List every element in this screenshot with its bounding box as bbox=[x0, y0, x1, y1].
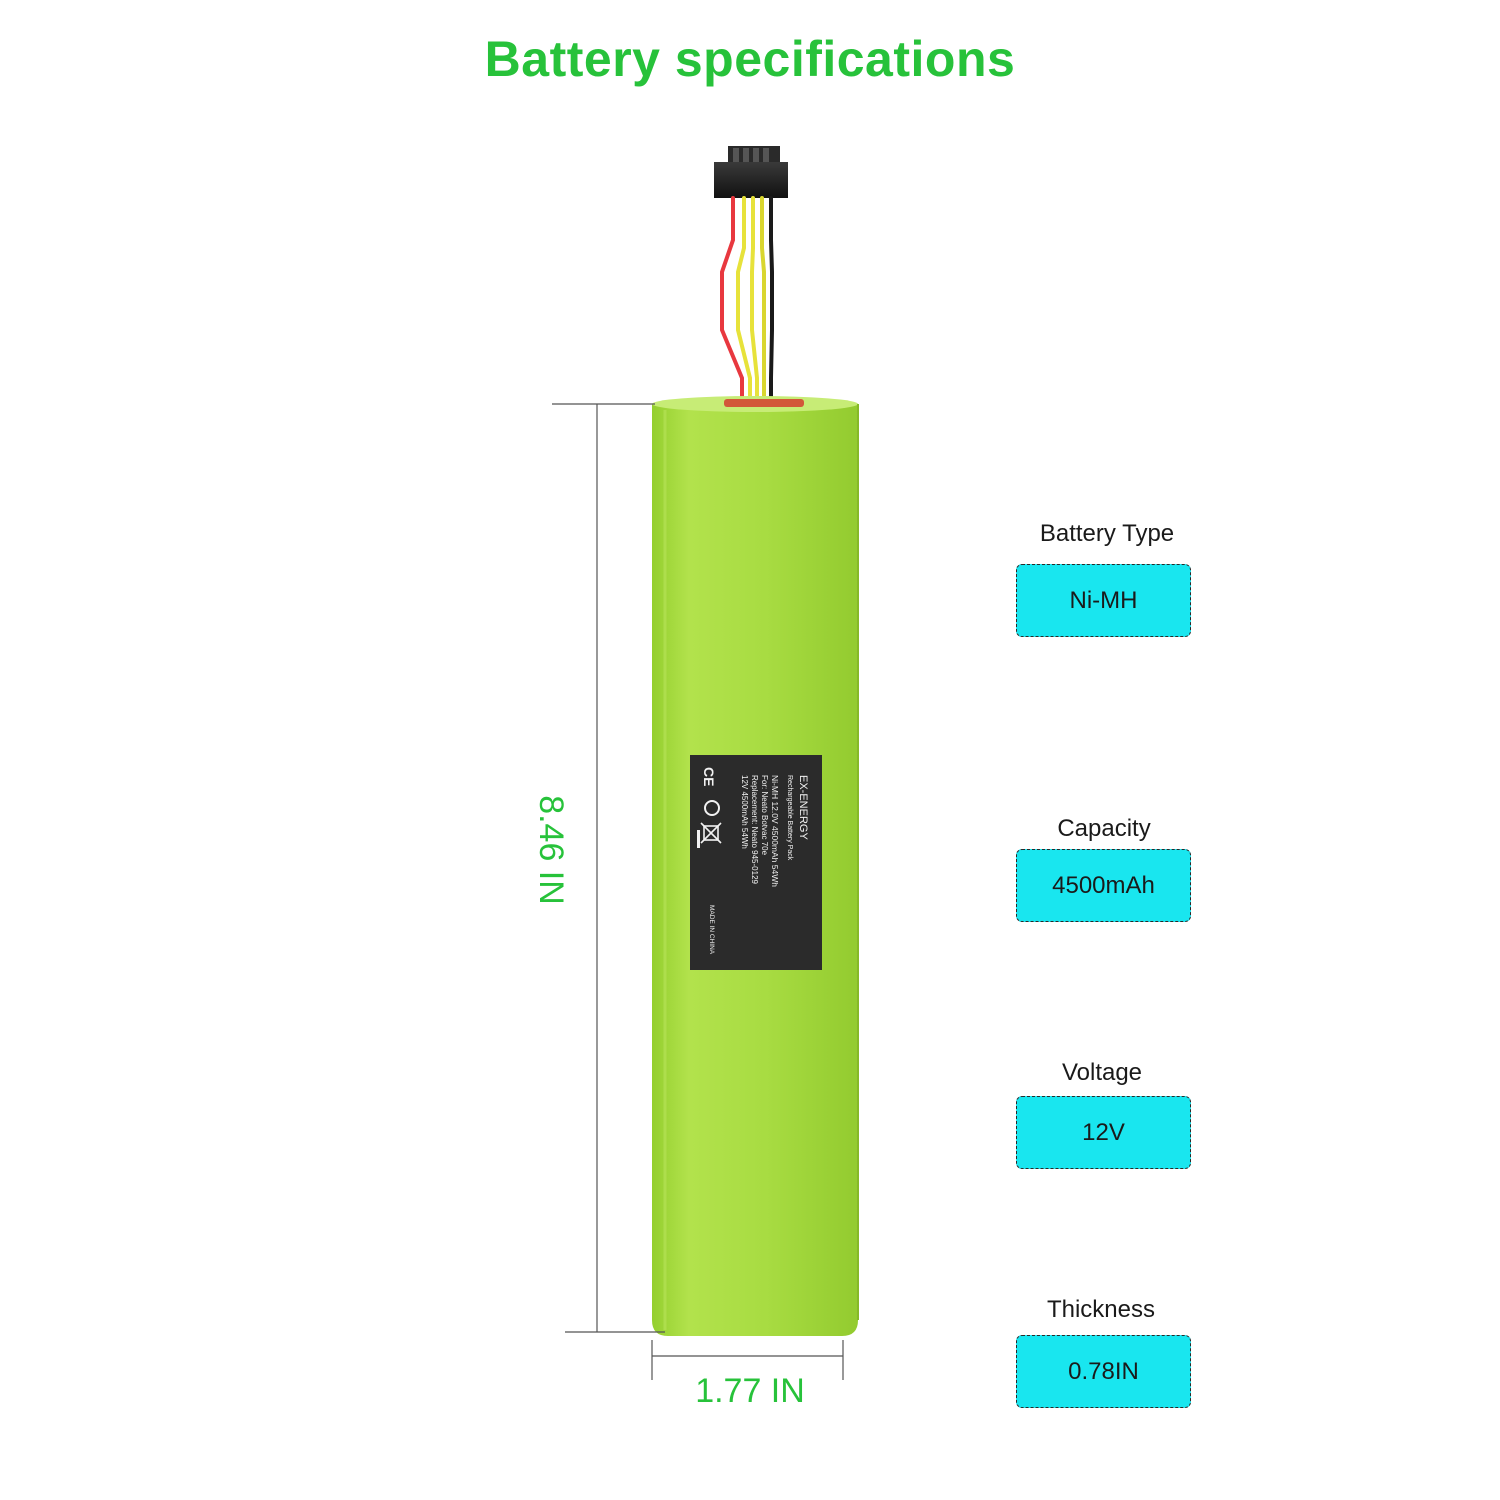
recycle-icon bbox=[704, 800, 720, 816]
spec-heading-voltage: Voltage bbox=[1061, 1059, 1143, 1086]
spec-box-capacity: 4500mAh bbox=[1016, 849, 1191, 922]
height-label: 8.46 IN bbox=[532, 795, 570, 905]
spec-heading-capacity: Capacity bbox=[1057, 815, 1151, 842]
label-brand: EX-ENERGY bbox=[797, 775, 809, 840]
battery-label: EX-ENERGY Rechargeable Battery Pack Ni-M… bbox=[690, 755, 822, 970]
label-line1: Ni-MH 12.0V 4500mAh 54Wh bbox=[770, 775, 780, 887]
width-label: 1.77 IN bbox=[695, 1372, 805, 1410]
label-line2: For: Neato Botvac 70e bbox=[760, 775, 769, 856]
label-line3: Replacement: Neato 945-0129 bbox=[750, 775, 759, 885]
width-dimension bbox=[651, 1340, 844, 1380]
wheelie-bin-icon bbox=[700, 822, 722, 844]
battery-connector bbox=[714, 146, 788, 198]
battery-wires bbox=[720, 196, 774, 404]
label-subtitle: Rechargeable Battery Pack bbox=[786, 775, 793, 861]
spec-box-thickness: 0.78IN bbox=[1016, 1335, 1191, 1408]
label-ce-mark: CE bbox=[701, 767, 717, 786]
bin-underline-icon bbox=[697, 830, 700, 848]
height-dimension bbox=[552, 403, 665, 1333]
spec-heading-thickness: Thickness bbox=[1046, 1296, 1156, 1323]
spec-heading-battery-type: Battery Type bbox=[1039, 520, 1175, 547]
spec-box-battery-type: Ni-MH bbox=[1016, 564, 1191, 637]
label-line4: 12V 4500mAh 54Wh bbox=[740, 775, 749, 849]
label-made-in: MADE IN CHINA bbox=[708, 905, 715, 955]
page-title: Battery specifications bbox=[484, 31, 1016, 87]
spec-box-voltage: 12V bbox=[1016, 1096, 1191, 1169]
